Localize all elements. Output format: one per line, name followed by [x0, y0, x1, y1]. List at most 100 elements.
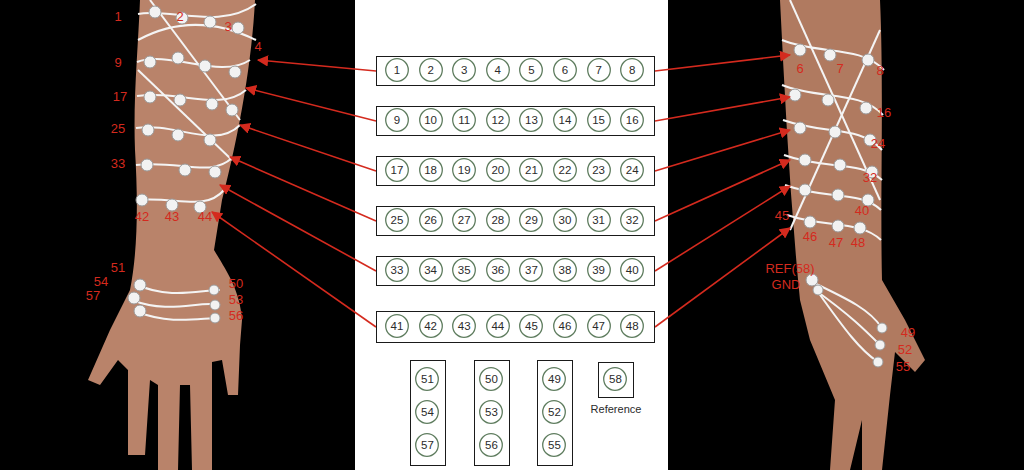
circle-outline	[419, 159, 442, 182]
channel-number: 30	[553, 208, 577, 232]
channel-circle: 43	[452, 314, 476, 338]
channel-number: 27	[452, 208, 476, 232]
circle-outline	[486, 159, 509, 182]
channel-number: 10	[419, 108, 443, 132]
callout-number: REF(58)	[765, 261, 814, 276]
electrode	[799, 184, 811, 196]
electrode	[136, 194, 148, 206]
circle-outline	[587, 109, 610, 132]
circle-outline	[520, 59, 543, 82]
electrode	[813, 285, 823, 295]
leader-arrow	[220, 185, 376, 271]
callout-number: 44	[198, 209, 212, 224]
leader-arrow	[655, 97, 790, 121]
channel-circle: 49	[542, 367, 566, 391]
circle-outline	[386, 315, 409, 338]
channel-circle: 55	[542, 433, 566, 457]
channel-circle: 27	[452, 208, 476, 232]
channel-circle: 33	[385, 258, 409, 282]
callout-number: 2	[176, 9, 183, 24]
electrode	[804, 216, 816, 228]
channel-number: 19	[452, 158, 476, 182]
channel-circle: 16	[620, 108, 644, 132]
circle-outline	[386, 159, 409, 182]
channel-number: 51	[415, 367, 439, 391]
circle-outline	[520, 159, 543, 182]
electrode	[877, 323, 887, 333]
circle-outline	[486, 259, 509, 282]
leader-arrow	[230, 157, 376, 221]
circle-outline	[520, 259, 543, 282]
electrode	[134, 279, 146, 291]
circle-outline	[543, 368, 566, 391]
channel-number: 40	[620, 258, 644, 282]
channel-number: 6	[553, 58, 577, 82]
channel-circle: 30	[553, 208, 577, 232]
channel-number: 22	[553, 158, 577, 182]
channel-circle: 47	[587, 314, 611, 338]
channel-number: 39	[587, 258, 611, 282]
callout-number: 24	[871, 136, 885, 151]
channel-number: 24	[620, 158, 644, 182]
channel-circle: 56	[479, 433, 503, 457]
callout-number: 25	[111, 121, 125, 136]
wire	[135, 284, 220, 293]
channel-number: 46	[553, 314, 577, 338]
wire	[790, 0, 880, 200]
channel-number: 58	[603, 367, 627, 391]
circle-outline	[621, 315, 644, 338]
channel-circle: 15	[587, 108, 611, 132]
wire	[812, 282, 882, 328]
wire	[138, 4, 256, 17]
channel-circle: 28	[486, 208, 510, 232]
leader-arrow	[655, 55, 790, 71]
channel-number: 7	[587, 58, 611, 82]
channel-circle: 39	[587, 258, 611, 282]
channel-number: 3	[452, 58, 476, 82]
callout-number: 32	[863, 170, 877, 185]
forearm	[88, 0, 255, 470]
channel-circle: 21	[519, 158, 543, 182]
wire	[132, 300, 220, 307]
channel-circle: 18	[419, 158, 443, 182]
channel-circle: 54	[415, 400, 439, 424]
callout-number: 53	[229, 292, 243, 307]
callout-number: 45	[775, 208, 789, 223]
channel-circle: 32	[620, 208, 644, 232]
channel-circle: 46	[553, 314, 577, 338]
electrode	[806, 274, 818, 286]
electrode	[204, 134, 216, 146]
electrode	[210, 300, 220, 310]
channel-group-box: 505356	[474, 360, 510, 466]
channel-group-box: 12345678	[376, 56, 655, 86]
channel-number: 50	[479, 367, 503, 391]
callout-number: 52	[898, 342, 912, 357]
channel-circle: 34	[419, 258, 443, 282]
circle-outline	[554, 109, 577, 132]
circle-outline	[419, 109, 442, 132]
callout-number: 3	[224, 19, 231, 34]
channel-circle: 1	[385, 58, 409, 82]
electrode	[144, 56, 156, 68]
electrode	[829, 126, 841, 138]
circle-outline	[480, 401, 503, 424]
electrode	[799, 154, 811, 166]
callout-number: 51	[111, 260, 125, 275]
channel-circle: 5	[519, 58, 543, 82]
wire	[790, 30, 880, 230]
circle-outline	[621, 259, 644, 282]
callout-number: 48	[851, 235, 865, 250]
callout-number: 1	[114, 9, 121, 24]
channel-circle: 40	[620, 258, 644, 282]
callout-number: 33	[111, 156, 125, 171]
channel-group-box: 4142434445464748	[376, 311, 655, 343]
channel-number: 35	[452, 258, 476, 282]
channel-circle: 45	[519, 314, 543, 338]
channel-number: 2	[419, 58, 443, 82]
channel-circle: 6	[553, 58, 577, 82]
circle-outline	[554, 209, 577, 232]
circle-outline	[621, 159, 644, 182]
callout-number: 9	[114, 55, 121, 70]
channel-number: 18	[419, 158, 443, 182]
